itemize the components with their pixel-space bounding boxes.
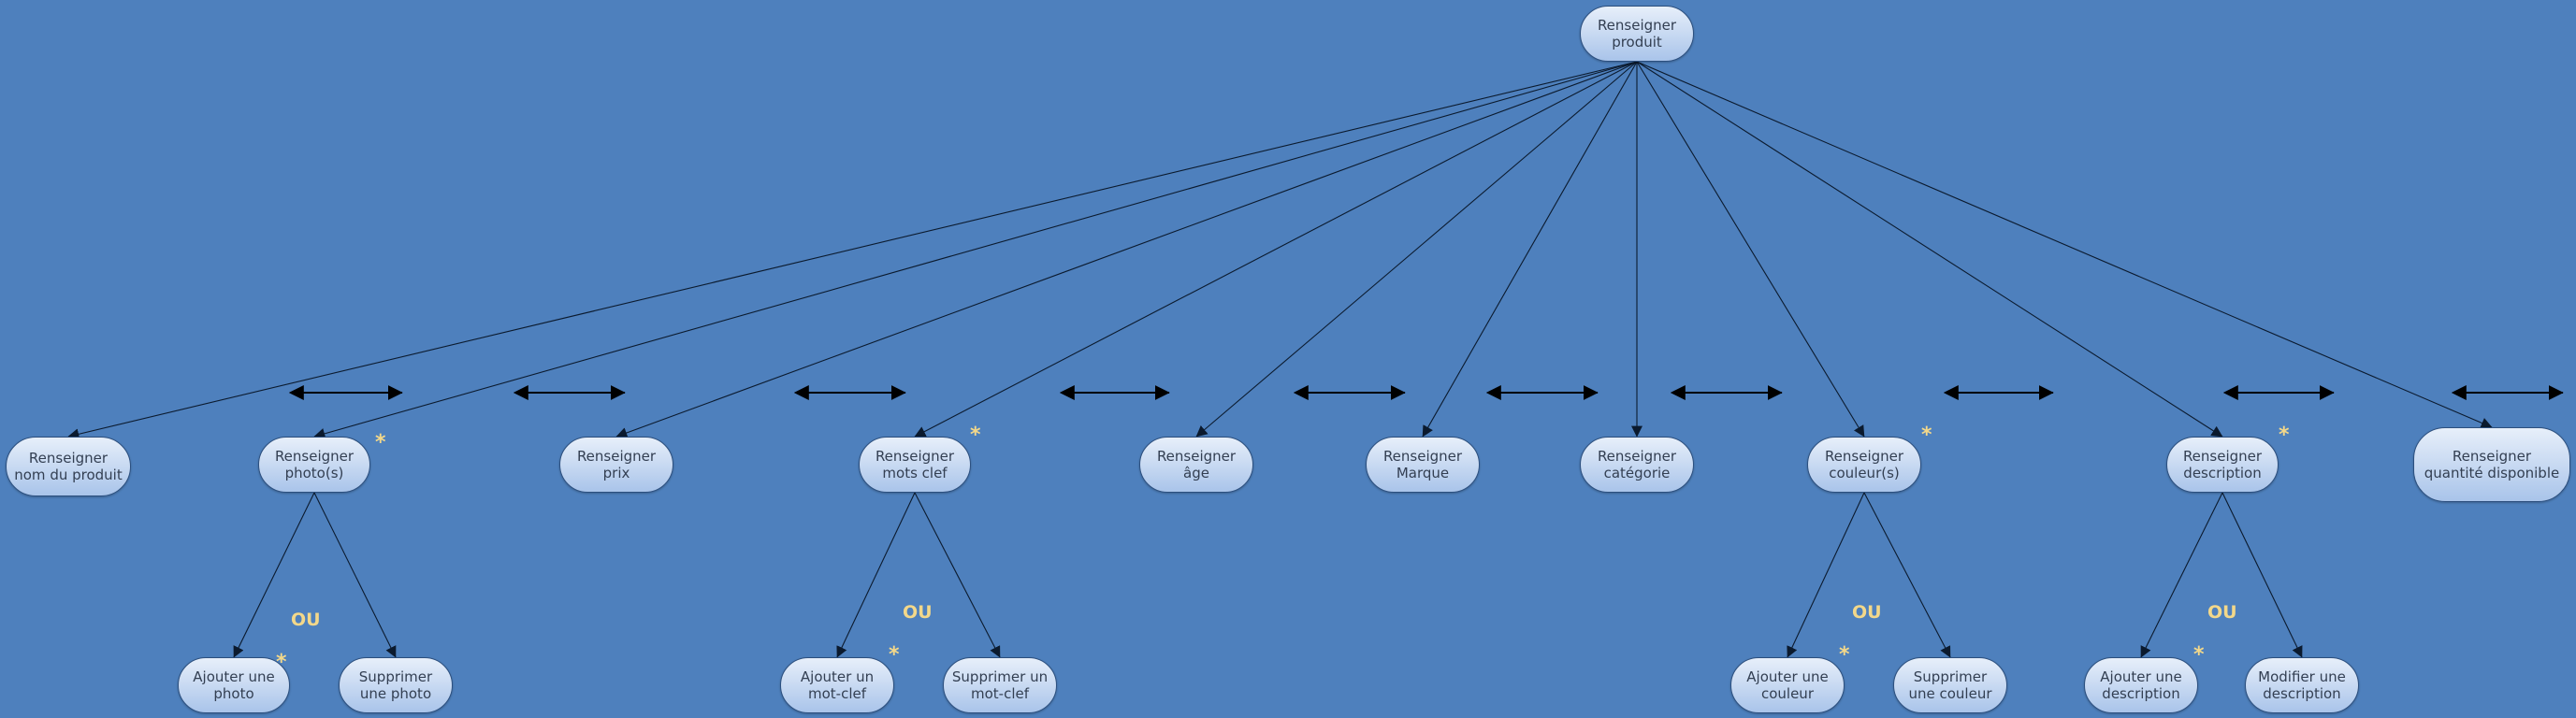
node-label: Renseigner mots clef <box>875 448 955 481</box>
node-label: Renseigner quantité disponible <box>2424 448 2560 481</box>
node-suppr-motclef: Supprimer un mot-clef <box>943 657 1057 713</box>
node-ajout-motclef: Ajouter un mot-clef <box>780 657 894 713</box>
ou-label-couleurs: OU <box>1852 602 1882 623</box>
edge-root-to-age <box>1195 61 1638 438</box>
edge-photos-to-suppr-photo <box>313 492 397 658</box>
node-label: Renseigner couleur(s) <box>1824 448 1904 481</box>
ou-label-description: OU <box>2207 602 2237 623</box>
node-label: Renseigner prix <box>576 448 657 481</box>
edge-motsclef-to-ajout-motclef <box>836 492 916 658</box>
node-label: Supprimer un mot-clef <box>951 668 1049 702</box>
node-label: Renseigner nom du produit <box>14 450 123 483</box>
edge-photos-to-ajout-photo <box>233 492 315 658</box>
node-label: Renseigner description <box>2182 448 2263 481</box>
edge-root-to-motsclef <box>914 61 1638 438</box>
edge-root-to-couleurs <box>1636 61 1865 438</box>
edge-root-to-prix <box>615 61 1638 438</box>
edge-couleurs-to-suppr-couleur <box>1863 492 1951 658</box>
node-label: Ajouter une couleur <box>1746 668 1829 702</box>
node-suppr-photo: Supprimer une photo <box>339 657 453 713</box>
node-age: Renseigner âge <box>1139 437 1253 493</box>
node-categorie: Renseigner catégorie <box>1580 437 1694 493</box>
ou-label-motsclef: OU <box>903 602 933 623</box>
node-label: Modifier une description <box>2258 668 2346 702</box>
edge-couleurs-to-ajout-couleur <box>1787 492 1865 658</box>
edge-root-to-photos <box>313 61 1638 439</box>
node-label: Ajouter un mot-clef <box>800 668 875 702</box>
edge-description-to-ajout-desc <box>2140 492 2223 658</box>
node-couleurs: Renseigner couleur(s) <box>1807 437 1921 493</box>
star-marker-ajout-desc: * <box>2193 643 2205 667</box>
edge-root-to-description <box>1636 61 2223 438</box>
node-photos: Renseigner photo(s) <box>258 437 370 493</box>
ou-label-photos: OU <box>291 610 321 630</box>
node-ajout-photo: Ajouter une photo <box>178 657 290 713</box>
node-label: Renseigner produit <box>1597 17 1677 50</box>
star-marker-couleurs: * <box>1921 424 1932 447</box>
node-root: Renseigner produit <box>1580 6 1694 62</box>
node-modif-desc: Modifier une description <box>2245 657 2359 713</box>
edge-root-to-nom <box>67 61 1638 440</box>
node-prix: Renseigner prix <box>559 437 673 493</box>
node-label: Supprimer une couleur <box>1908 668 1992 702</box>
star-marker-ajout-motclef: * <box>889 643 900 667</box>
node-label: Renseigner Marque <box>1382 448 1463 481</box>
node-marque: Renseigner Marque <box>1366 437 1480 493</box>
star-marker-ajout-photo: * <box>276 651 287 674</box>
node-ajout-desc: Ajouter une description <box>2084 657 2198 713</box>
node-label: Renseigner âge <box>1156 448 1237 481</box>
edge-root-to-quantite <box>1636 61 2493 429</box>
node-label: Renseigner photo(s) <box>274 448 355 481</box>
star-marker-motsclef: * <box>970 424 981 447</box>
node-label: Renseigner catégorie <box>1597 448 1677 481</box>
star-marker-photos: * <box>375 431 386 454</box>
node-label: Ajouter une description <box>2100 668 2182 702</box>
node-motsclef: Renseigner mots clef <box>859 437 971 493</box>
edge-motsclef-to-suppr-motclef <box>914 492 1001 658</box>
edge-description-to-modif-desc <box>2221 492 2303 658</box>
node-ajout-couleur: Ajouter une couleur <box>1730 657 1845 713</box>
node-quantite: Renseigner quantité disponible <box>2413 427 2570 502</box>
edge-root-to-marque <box>1422 61 1638 438</box>
star-marker-ajout-couleur: * <box>1839 643 1850 667</box>
node-nom: Renseigner nom du produit <box>6 437 131 496</box>
node-suppr-couleur: Supprimer une couleur <box>1893 657 2007 713</box>
node-description: Renseigner description <box>2166 437 2279 493</box>
node-label: Ajouter une photo <box>193 668 275 702</box>
node-label: Supprimer une photo <box>358 668 433 702</box>
star-marker-description: * <box>2279 424 2290 447</box>
